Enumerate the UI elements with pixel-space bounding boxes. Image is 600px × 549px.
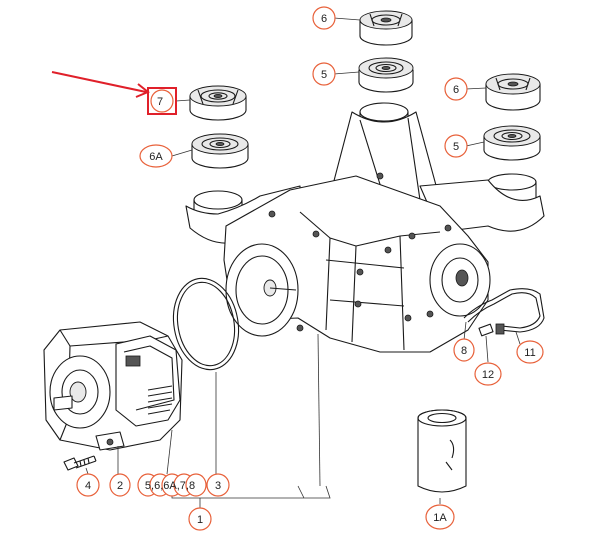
callout-3: 3 (206, 473, 230, 497)
rubber-mount-6a (191, 133, 249, 169)
rubber-mount-7 (189, 85, 247, 121)
callout-5-right: 5 (444, 134, 468, 158)
callout-8: 8 (453, 338, 475, 362)
svg-text:12: 12 (482, 369, 494, 381)
callout-5-top: 5 (312, 62, 336, 86)
callout-6a: 6A (139, 144, 173, 168)
sensor-cable (463, 288, 545, 337)
rubber-mount-5-right (483, 125, 541, 161)
rubber-mount-6-top (359, 10, 413, 46)
callout-4: 4 (76, 473, 100, 497)
callout-12: 12 (474, 362, 502, 386)
bolt (63, 455, 97, 471)
svg-text:5: 5 (453, 141, 459, 153)
oil-filter-1a (417, 409, 467, 493)
callout-6-top: 6 (312, 6, 336, 30)
svg-text:2: 2 (117, 480, 123, 492)
callout-1a: 1A (425, 504, 455, 530)
svg-text:3: 3 (215, 480, 221, 492)
svg-text:1: 1 (197, 514, 203, 526)
svg-text:6A: 6A (149, 151, 163, 163)
svg-text:7: 7 (157, 96, 163, 108)
haldex-coupling-unit (43, 321, 183, 451)
callout-11: 11 (516, 340, 544, 364)
svg-text:11: 11 (524, 347, 535, 359)
callout-6-right: 6 (444, 77, 468, 101)
svg-text:6: 6 (321, 13, 327, 25)
svg-text:8: 8 (461, 345, 467, 357)
svg-text:4: 4 (85, 480, 91, 492)
final-drive-housing (185, 111, 545, 353)
callout-group-5-6-6a-7-8: 5,6,6A,7,8 (137, 473, 207, 497)
highlight-arrow (51, 71, 150, 98)
rubber-mount-6-right (485, 73, 541, 111)
svg-text:1A: 1A (433, 512, 447, 524)
callout-2: 2 (109, 473, 131, 497)
svg-text:5,6,6A,7,8: 5,6,6A,7,8 (145, 480, 195, 492)
callout-7-highlighted: 7 (147, 87, 177, 115)
svg-text:6: 6 (453, 84, 459, 96)
svg-text:5: 5 (321, 69, 327, 81)
rubber-mount-5-top (358, 57, 414, 93)
callout-1: 1 (188, 507, 212, 531)
o-ring-seal (172, 277, 240, 371)
